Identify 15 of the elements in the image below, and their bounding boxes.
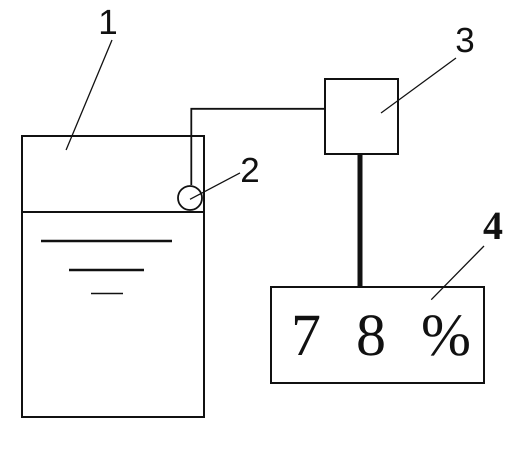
signal-unit-box xyxy=(324,78,399,155)
signal-wire xyxy=(190,108,324,185)
display-panel xyxy=(270,286,485,384)
display-reading: 7 8 % xyxy=(291,305,481,365)
leader-line xyxy=(65,40,113,150)
leader-line xyxy=(190,172,240,200)
leader-line xyxy=(380,57,456,114)
leader-line xyxy=(430,246,484,300)
callout-number: 1 xyxy=(98,5,118,40)
callout-number: 4 xyxy=(483,206,503,246)
tank xyxy=(21,135,205,418)
callout-number: 3 xyxy=(455,23,475,58)
signal-cable xyxy=(358,155,362,286)
sensor-circle xyxy=(177,185,203,211)
callout-number: 2 xyxy=(240,153,260,188)
